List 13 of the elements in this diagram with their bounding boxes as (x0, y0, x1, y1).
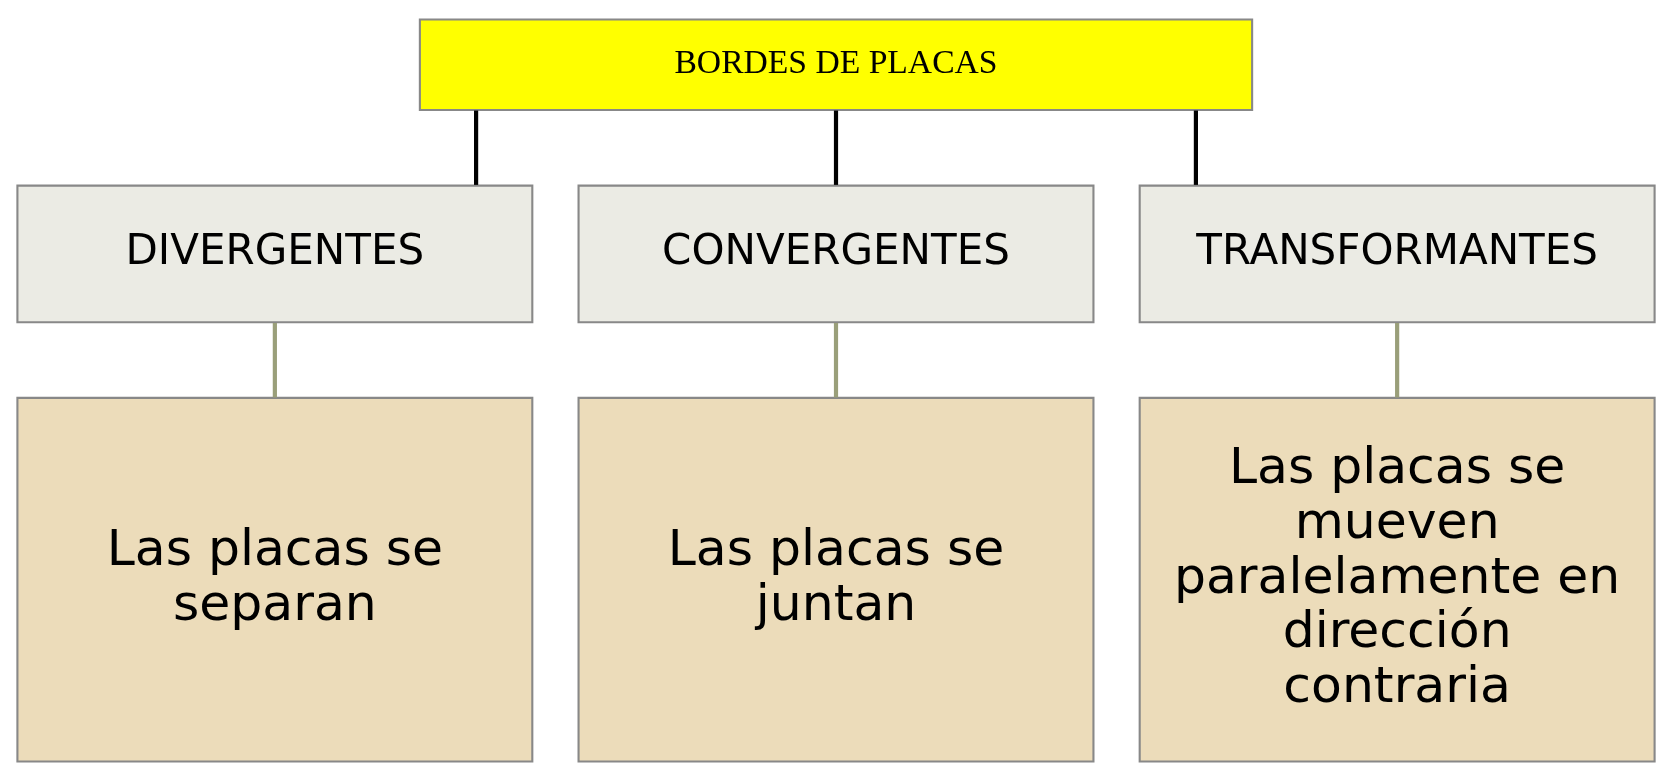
node-box: TRANSFORMANTES (1138, 184, 1656, 323)
node-box: CONVERGENTES (577, 184, 1094, 323)
connector (1193, 110, 1198, 185)
connector (272, 322, 277, 397)
node-box: Las placas se juntan (577, 396, 1094, 762)
node-box: BORDES DE PLACAS (418, 18, 1253, 111)
connector (1394, 322, 1399, 397)
connector (833, 322, 838, 397)
node-box: Las placas se separan (15, 396, 533, 762)
connector (473, 110, 478, 185)
node-box: Las placas se mueven paralelamente en dirección contraria (1138, 396, 1656, 762)
node-box: DIVERGENTES (15, 184, 533, 323)
connector (833, 110, 838, 185)
